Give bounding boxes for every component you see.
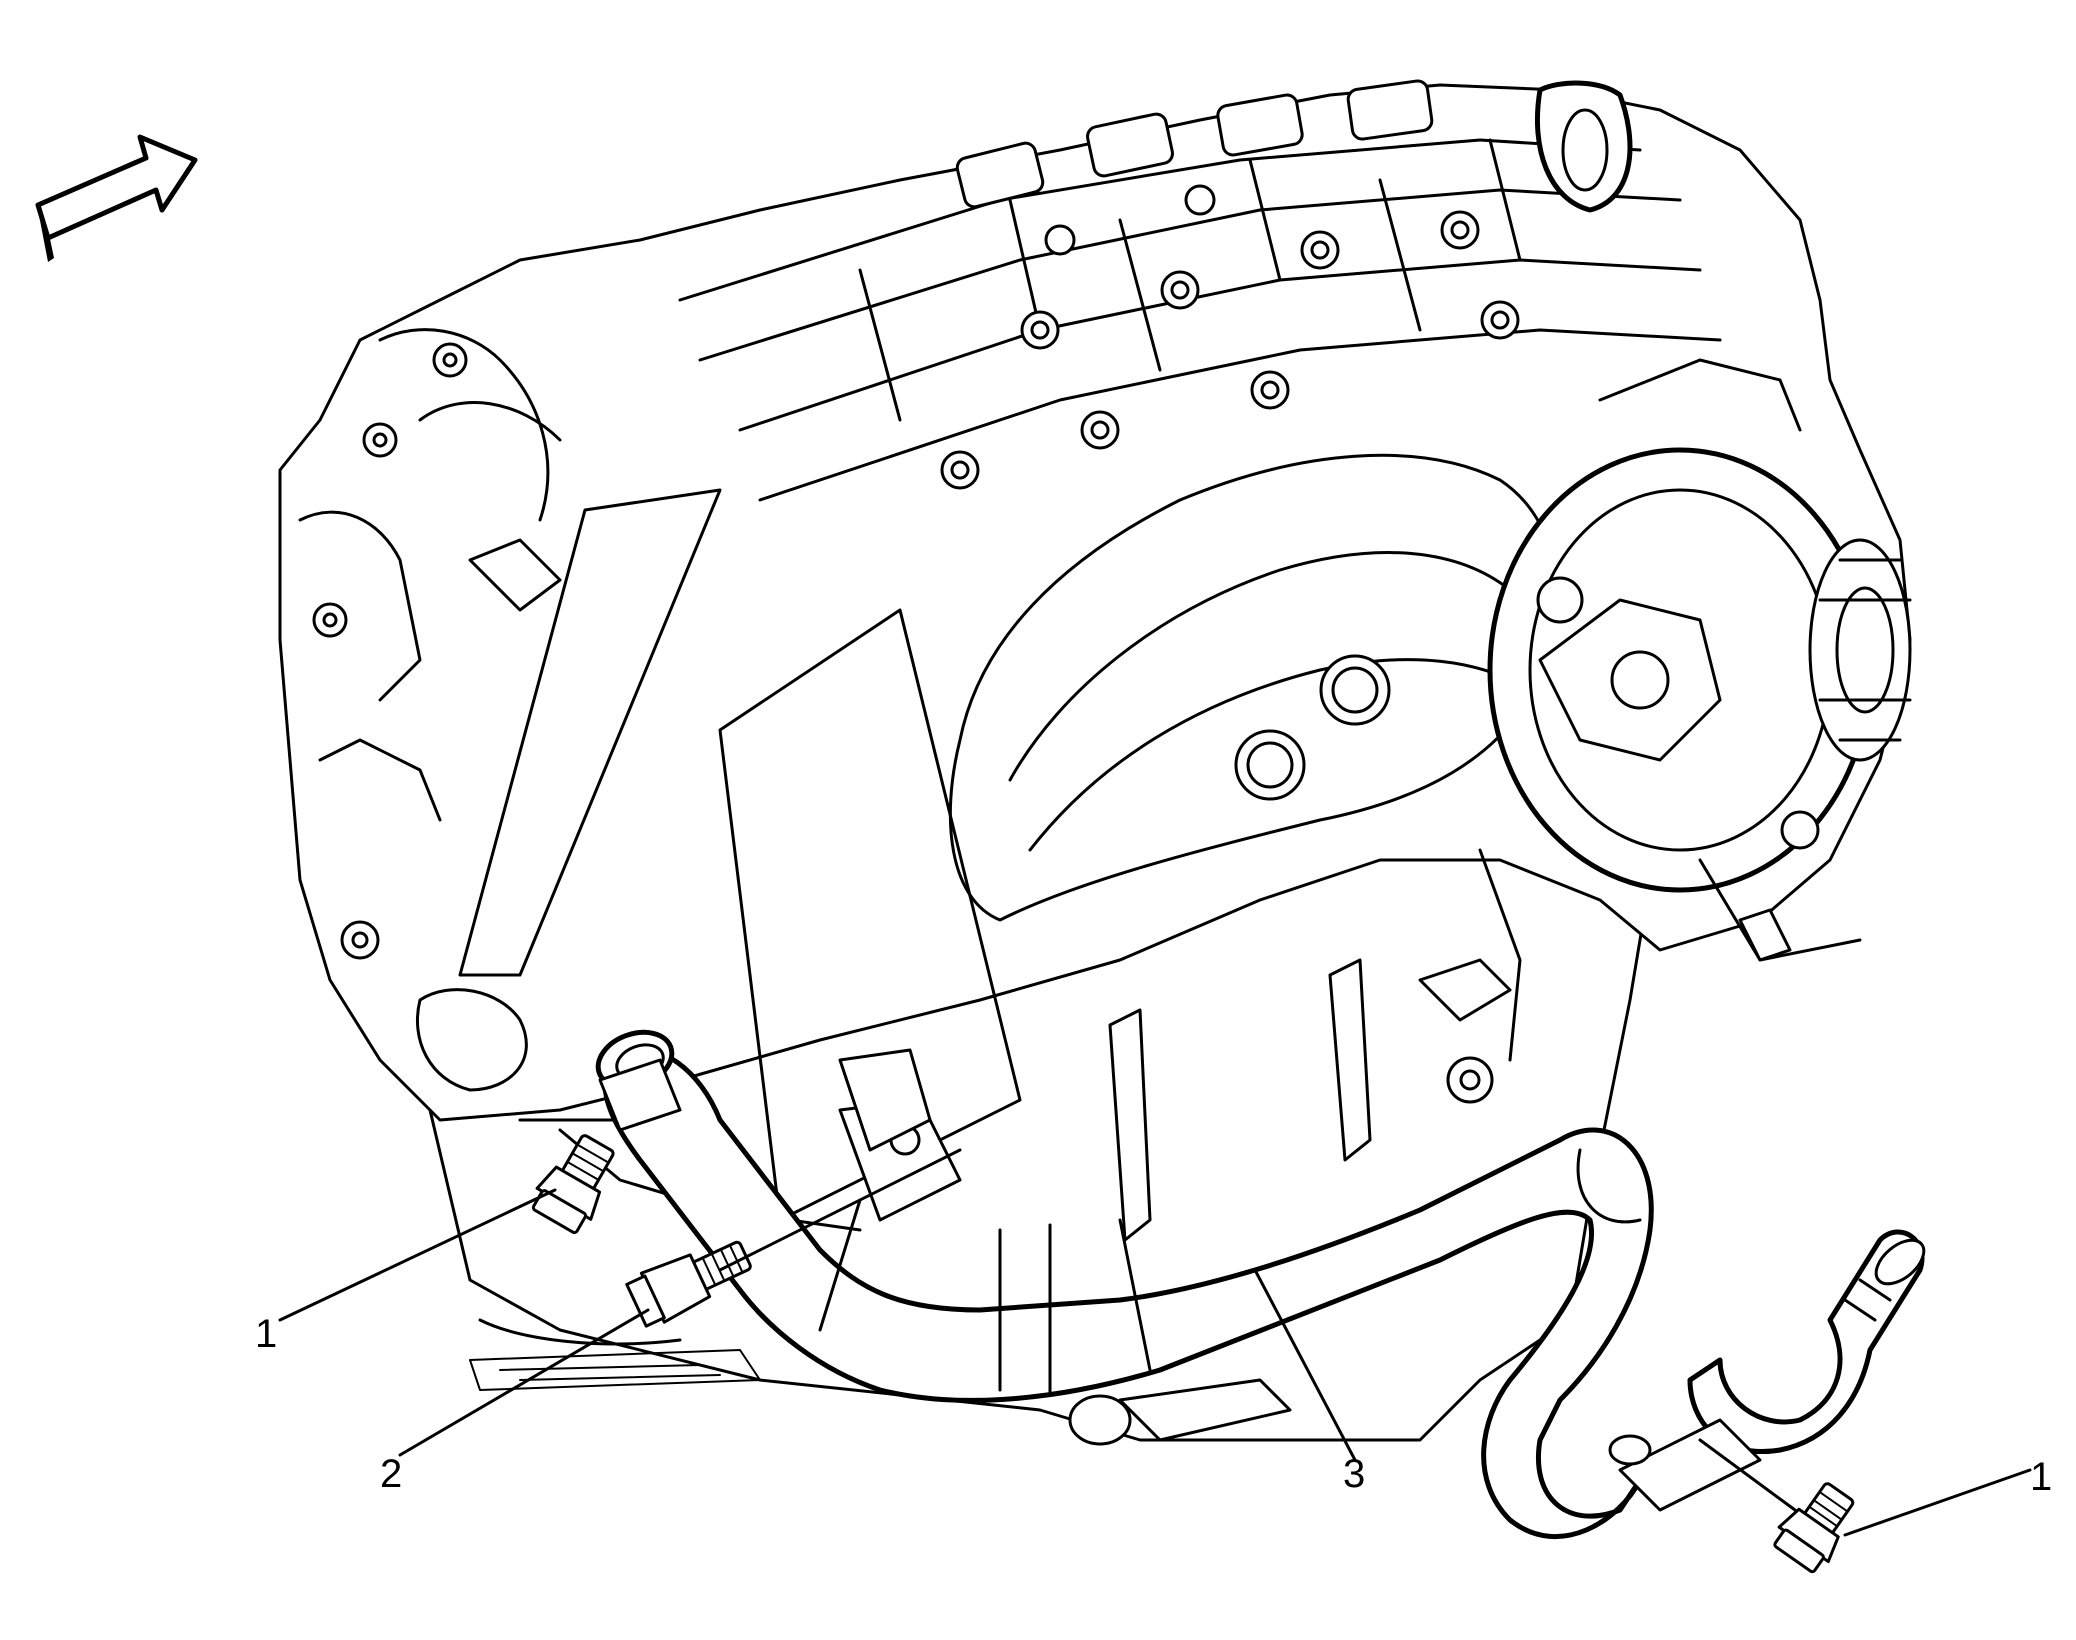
leader-lines (278, 1148, 2032, 1537)
direction-arrow-icon (35, 134, 198, 262)
bolt-left (531, 1134, 615, 1235)
callout-label-bolt-center: 2 (380, 1452, 402, 1496)
callout-label-hose: 3 (1343, 1452, 1365, 1496)
callout-label-bolt-right: 1 (2030, 1455, 2052, 1499)
engine-assembly (278, 79, 1912, 1446)
callout-label-bolt-left: 1 (255, 1312, 277, 1356)
bolt-right (1773, 1482, 1855, 1574)
bolt-center (625, 1240, 752, 1328)
coolant-hose (595, 1029, 1926, 1540)
alternator (1487, 447, 1912, 962)
